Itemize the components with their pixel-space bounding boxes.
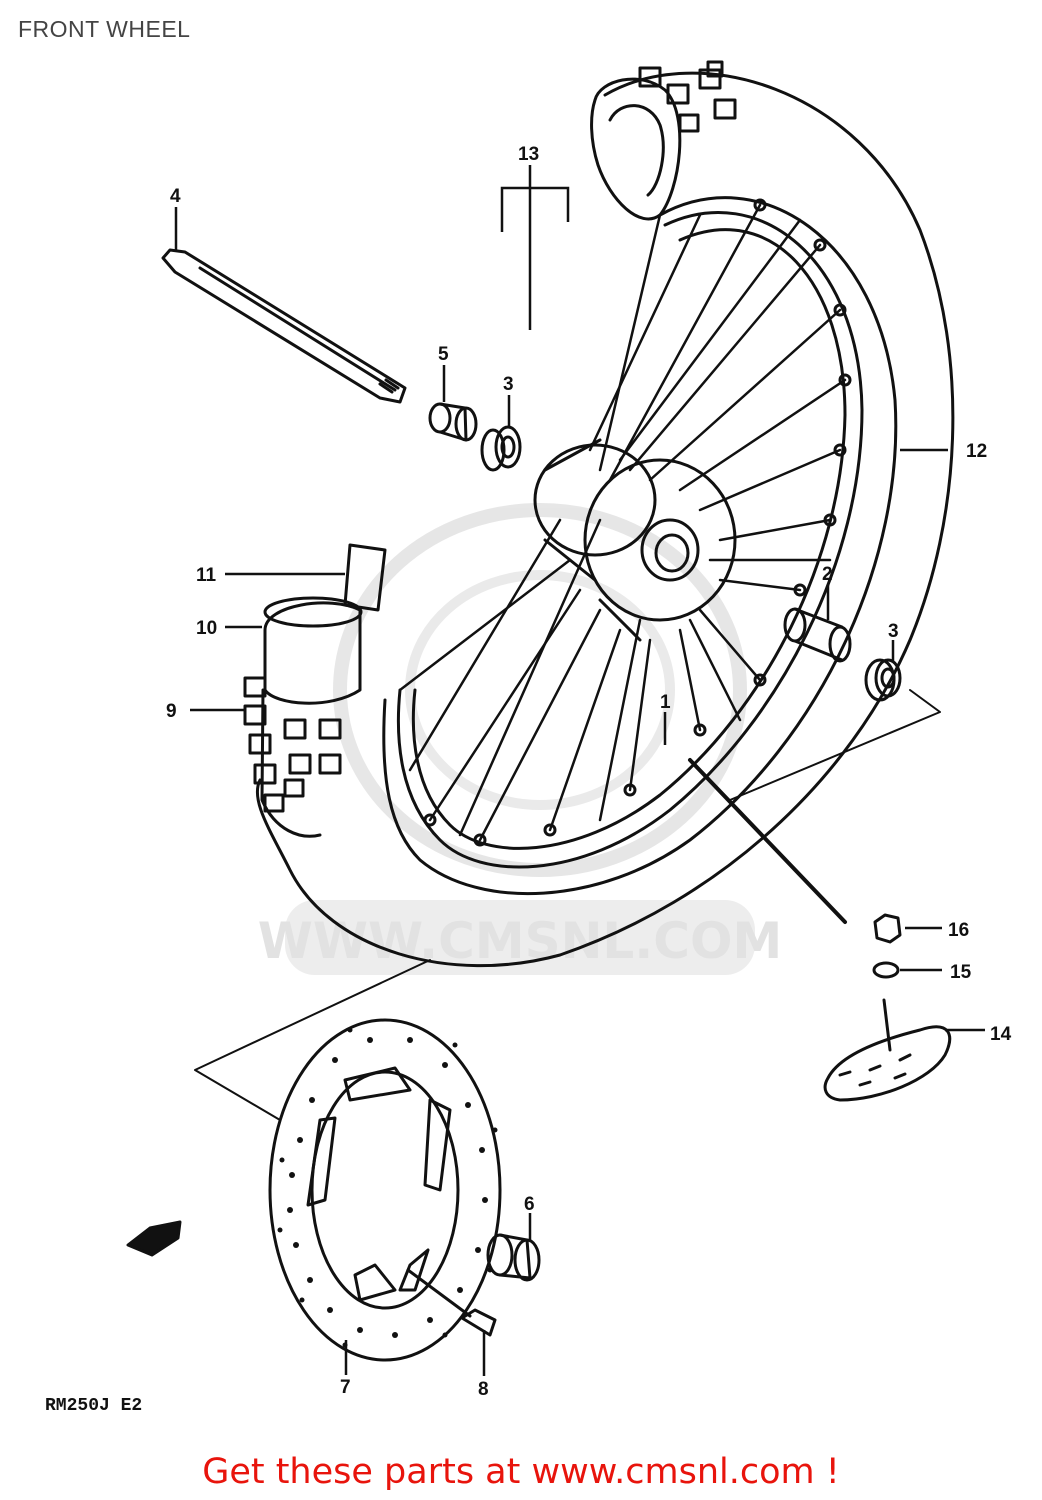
disc-collar — [486, 1233, 541, 1282]
front-axle — [161, 248, 407, 404]
tire-section-left — [263, 601, 362, 705]
hub-spacer — [783, 607, 852, 663]
rim-lock — [823, 998, 952, 1102]
rim-outer — [396, 211, 864, 869]
callout-12: 12 — [966, 441, 987, 462]
valve-nut — [873, 913, 902, 944]
axle-spacer — [428, 402, 478, 442]
valve-stem — [688, 758, 847, 924]
bearing-left — [480, 425, 522, 472]
callout-15: 15 — [950, 962, 972, 983]
bearing-right — [864, 658, 902, 702]
callout-7: 7 — [340, 1377, 351, 1398]
tread-knobs-top — [638, 60, 737, 133]
cta-link-text[interactable]: Get these parts at www.cmsnl.com ! — [202, 1452, 840, 1492]
callout-11: 11 — [196, 565, 217, 586]
watermark-text: WWW.CMSNL.COM — [258, 912, 783, 970]
callout-5: 5 — [438, 344, 449, 365]
callout-10: 10 — [196, 618, 217, 639]
callout-16: 16 — [948, 920, 969, 941]
direction-arrow-icon — [126, 1220, 182, 1257]
spokes — [398, 203, 847, 842]
callout-4: 4 — [170, 186, 181, 207]
tire-inner-edge — [382, 196, 898, 896]
callout-2: 2 — [822, 564, 833, 585]
callout-13: 13 — [518, 144, 539, 165]
disc-bolt — [406, 1268, 497, 1337]
spoke-nipples — [423, 198, 852, 847]
callout-3a: 3 — [503, 374, 514, 395]
watermark-logo — [285, 503, 755, 975]
tire-outline — [255, 71, 955, 968]
parts-diagram: WWW.CMSNL.COM — [45, 60, 1012, 1416]
tread-knobs-left — [243, 676, 342, 813]
callout-1: 1 — [660, 692, 671, 713]
callout-6: 6 — [524, 1194, 535, 1215]
callout-14: 14 — [990, 1024, 1012, 1045]
leader-lines — [174, 165, 985, 1376]
explode-guide — [194, 689, 941, 1121]
callout-9: 9 — [166, 701, 177, 722]
model-code: RM250J E2 — [45, 1396, 142, 1416]
callout-3b: 3 — [888, 621, 899, 642]
brake-disc — [268, 1018, 502, 1362]
disc-holes — [277, 1027, 498, 1348]
page-title: FRONT WHEEL — [18, 16, 191, 42]
valve-washer — [872, 961, 900, 979]
callout-8: 8 — [478, 1379, 489, 1400]
rim-strip — [343, 543, 387, 612]
rim-inner — [411, 228, 847, 850]
